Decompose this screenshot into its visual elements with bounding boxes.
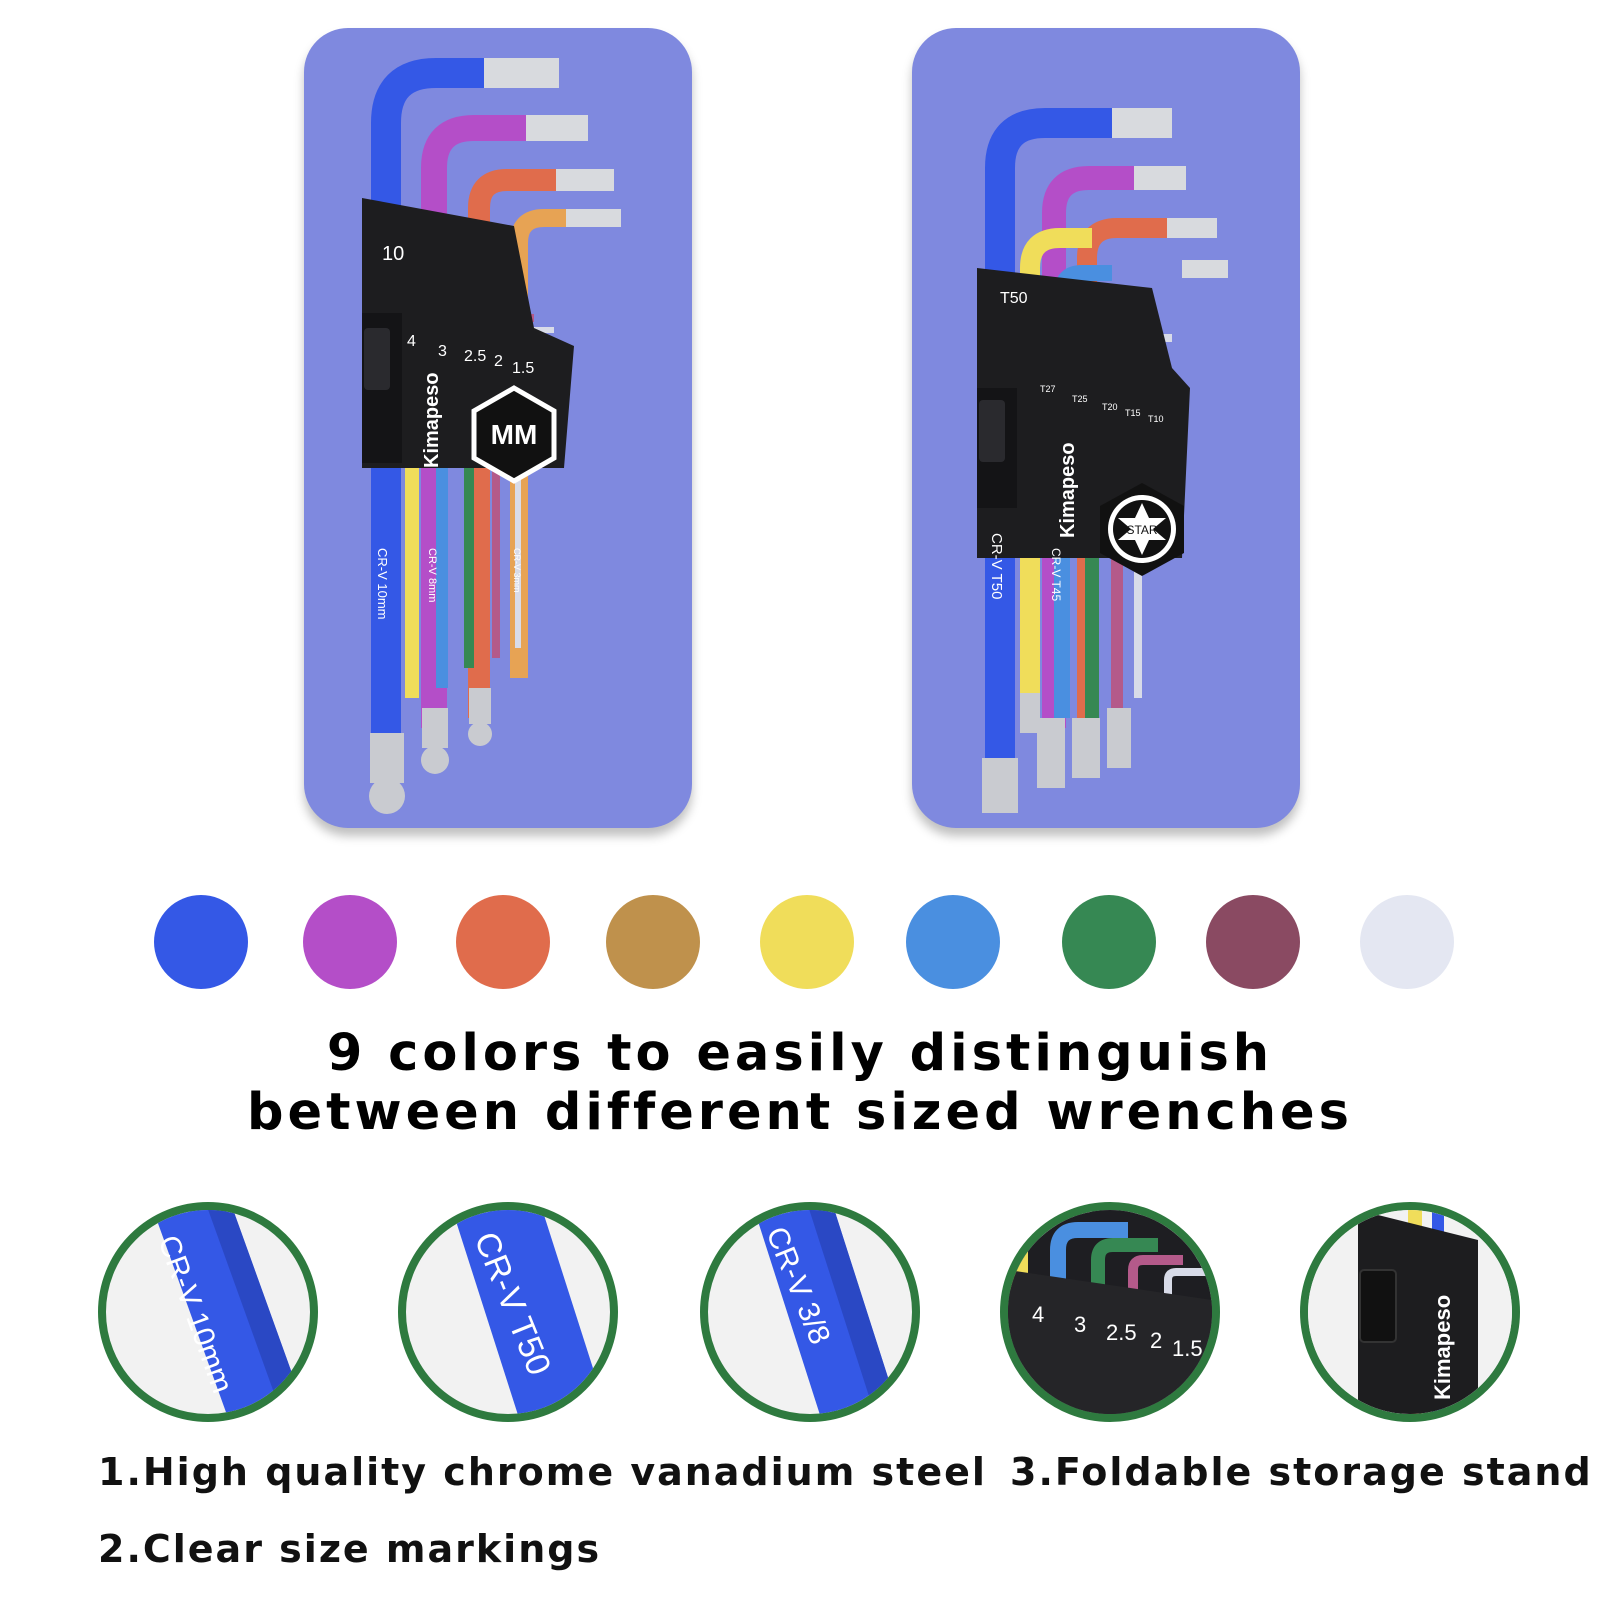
zoom-size-label: 2 xyxy=(1150,1328,1162,1353)
mm-shaft-text: CR-V 8mm xyxy=(426,548,438,602)
mm-holder-brand: Kimapeso xyxy=(421,372,443,468)
mm-badge-hexagon xyxy=(471,385,557,484)
zoom-circle-storage-stand: Kimapeso xyxy=(1300,1202,1520,1422)
zoom-circle-size-markings: 4 3 2.5 2 1.5 xyxy=(1000,1202,1220,1422)
zoom-size-label: 4 xyxy=(1032,1302,1044,1327)
star-torx-key-illustration: STAR T50 T27 T25 T20 T15 T10 Kimapeso CR… xyxy=(977,108,1228,813)
mm-shaft-text: CR-V 3mm xyxy=(512,548,522,593)
mm-holder-size-top: 10 xyxy=(382,243,404,265)
star-holder xyxy=(977,268,1190,558)
wrench-blue xyxy=(985,108,1127,788)
star-torx-key-panel: STAR T50 T27 T25 T20 T15 T10 Kimapeso CR… xyxy=(912,28,1300,828)
color-swatch-light-blue xyxy=(906,895,1000,989)
zoom-circle-cr-v-3-8: CR-V 3/8 xyxy=(700,1202,920,1422)
headline-line-1: 9 colors to easily distinguish xyxy=(326,1024,1274,1083)
star-holder-brand: Kimapeso xyxy=(1057,442,1079,538)
zoom-brand-label: Kimapeso xyxy=(1430,1295,1455,1400)
feature-caption-2: 2.Clear size markings xyxy=(98,1527,602,1571)
wrench-purple xyxy=(1042,166,1147,728)
star-holder-size: T10 xyxy=(1148,414,1164,424)
feature-caption-3: 3.Foldable storage stand xyxy=(1010,1450,1593,1494)
star-holder-size: T15 xyxy=(1125,408,1141,418)
star-icon xyxy=(1118,503,1166,555)
wrench-blue xyxy=(371,58,519,758)
mm-badge-label: MM xyxy=(491,419,538,450)
color-swatch-blue xyxy=(154,895,248,989)
zoom-circle-cr-v-10mm: CR-V 10mm xyxy=(98,1202,318,1422)
mm-holder-size: 4 xyxy=(407,333,416,350)
star-holder-size: T20 xyxy=(1102,402,1118,412)
mm-holder-size: 3 xyxy=(438,343,447,360)
wrench-orange xyxy=(1077,218,1177,728)
star-shaft-text: CR-V T45 xyxy=(1049,548,1063,601)
color-swatch-silver xyxy=(1360,895,1454,989)
mm-hex-key-illustration: MM 10 4 3 2.5 2 1.5 Kimapeso CR-V 10mm C… xyxy=(362,58,621,814)
color-swatch-yellow xyxy=(760,895,854,989)
mm-shaft-text: CR-V 10mm xyxy=(375,548,390,620)
headline-line-2: between different sized wrenches xyxy=(247,1083,1353,1142)
color-swatch-green xyxy=(1062,895,1156,989)
star-holder-size: T25 xyxy=(1072,394,1088,404)
zoom-size-label: 2.5 xyxy=(1106,1320,1137,1345)
star-holder-size: T27 xyxy=(1040,384,1056,394)
star-shaft-text: CR-V T50 xyxy=(988,533,1005,599)
wrench-gold xyxy=(510,209,584,678)
color-swatch-gold xyxy=(606,895,700,989)
zoom-size-label: 1.5 xyxy=(1172,1336,1203,1361)
mm-holder-size: 1.5 xyxy=(512,360,534,377)
mm-holder-size: 2.5 xyxy=(464,348,486,365)
star-badge-label: STAR xyxy=(1126,523,1157,537)
wrench-purple xyxy=(421,115,544,728)
mm-holder-size: 2 xyxy=(494,353,503,370)
feature-caption-1: 1.High quality chrome vanadium steel xyxy=(98,1450,987,1494)
zoom-circle-cr-v-t50: CR-V T50 xyxy=(398,1202,618,1422)
color-swatch-orange xyxy=(456,895,550,989)
wrench-yellow xyxy=(1020,228,1092,708)
mm-hex-key-panel: MM 10 4 3 2.5 2 1.5 Kimapeso CR-V 10mm C… xyxy=(304,28,692,828)
color-swatch-purple xyxy=(303,895,397,989)
zoom-size-label: 3 xyxy=(1074,1312,1086,1337)
wrench-orange xyxy=(468,169,574,718)
color-swatch-maroon xyxy=(1206,895,1300,989)
star-holder-size-top: T50 xyxy=(1000,290,1028,307)
